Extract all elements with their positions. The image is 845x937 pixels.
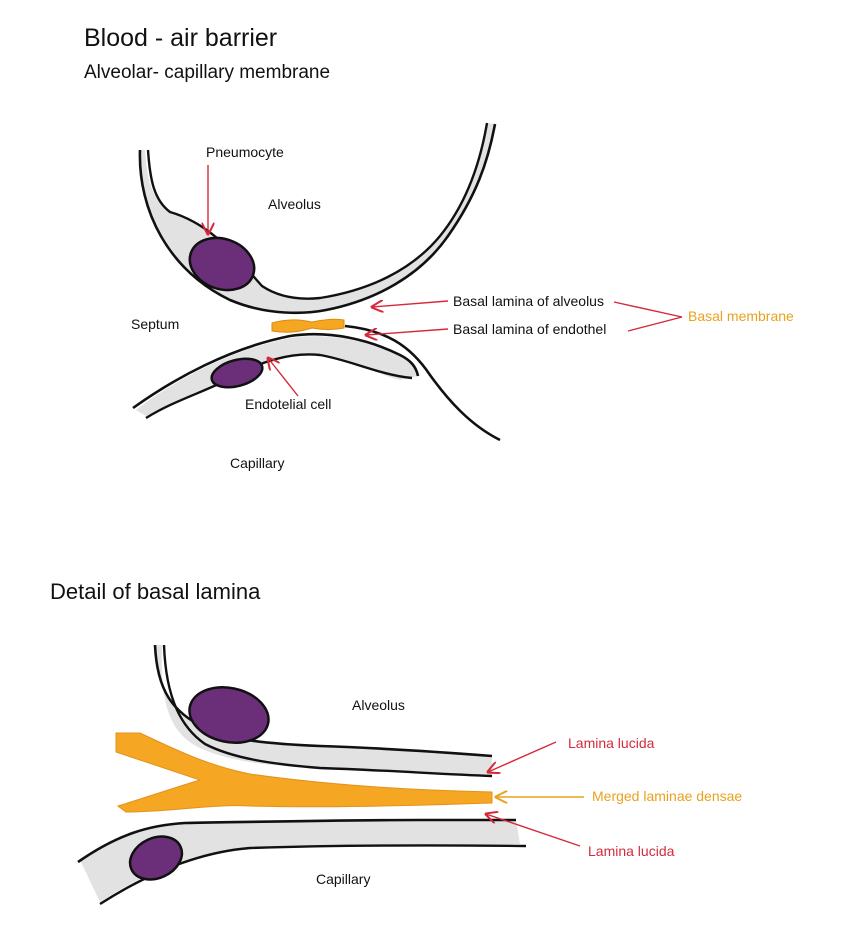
arrow-endotelial-cell [268,358,299,397]
top-diagram: Pneumocyte Alveolus Septum Basal lamina … [131,122,794,471]
detail-label-lamina-lucida-top: Lamina lucida [568,735,655,751]
detail-label-capillary: Capillary [316,871,370,887]
detail-heading: Detail of basal lamina [50,579,261,604]
label-septum: Septum [131,316,179,332]
page-title: Blood - air barrier [84,24,278,52]
label-basal-lamina-endothel: Basal lamina of endothel [453,321,606,337]
label-endotelial-cell: Endotelial cell [245,396,331,412]
detail-merged-laminae [115,732,493,813]
arrow-basal-lamina-alveolus [372,301,449,307]
label-alveolus: Alveolus [268,196,321,212]
arrow-basal-lamina-endothel [366,329,449,335]
detail-endothelial-cell [80,820,520,902]
detail-alveolar-inner-line [162,644,493,778]
detail-alveolar-outer-line [153,644,493,758]
basal-membrane-shape [271,318,345,333]
detail-label-merged-laminae: Merged laminae densae [592,788,742,804]
alveolar-outer-line [138,123,497,315]
detail-endothelial-outer-line [77,818,516,864]
detail-arrow-lamina-lucida-bottom [486,814,581,847]
bracket-basal-membrane-top [613,301,683,318]
alveolar-inner-line [146,122,489,300]
label-basal-lamina-alveolus: Basal lamina of alveolus [453,293,604,309]
detail-pneumocyte-nucleus [188,686,270,744]
detail-label-alveolus: Alveolus [352,697,405,713]
detail-endothelial-nucleus [128,835,184,881]
label-basal-membrane: Basal membrane [688,308,794,324]
endothelial-nucleus [210,357,264,389]
bracket-basal-membrane-bottom [627,316,683,332]
label-pneumocyte: Pneumocyte [206,144,284,160]
alveolar-wall-cell [139,123,495,313]
pneumocyte-nucleus [188,236,256,292]
page-subtitle: Alveolar- capillary membrane [84,62,331,83]
endothelial-outer-line [132,332,420,410]
endothelial-cell-body [136,336,418,416]
label-capillary-top: Capillary [230,455,284,471]
bottom-diagram: Alveolus Lamina lucida Merged laminae de… [77,644,742,906]
detail-arrow-lamina-lucida-top [488,741,557,772]
detail-label-lamina-lucida-bottom: Lamina lucida [588,843,675,859]
